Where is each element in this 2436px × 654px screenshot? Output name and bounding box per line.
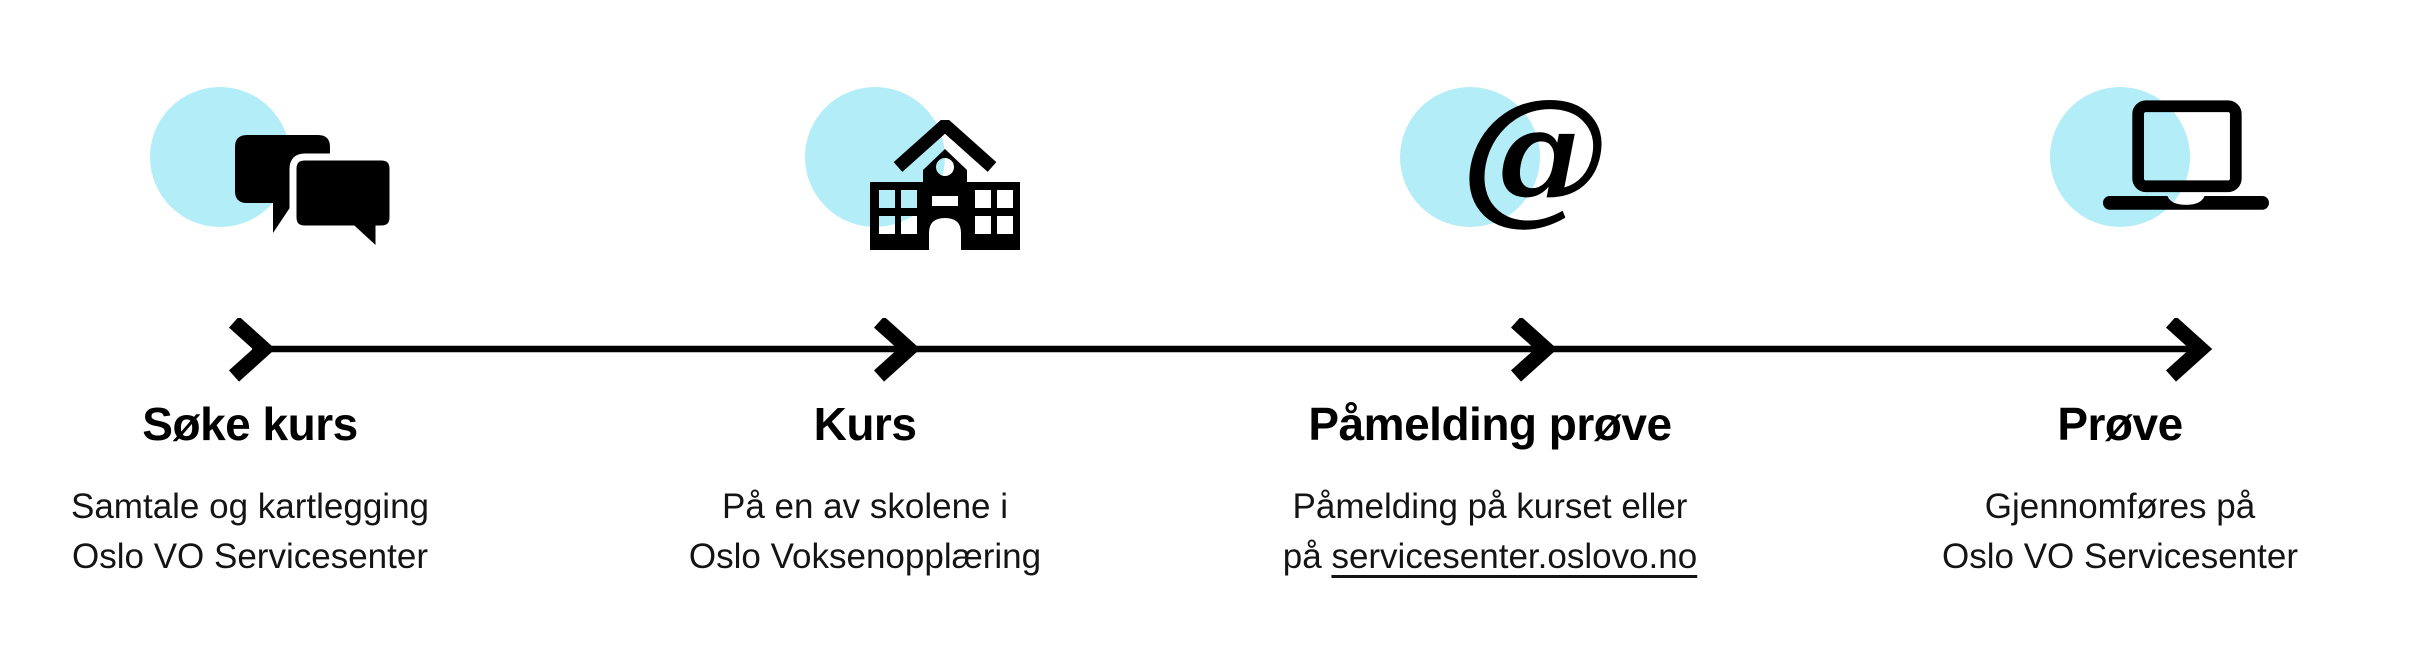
step-description-line: på servicesenter.oslovo.no — [1170, 532, 1810, 582]
at-sign-icon: @ — [1455, 72, 1615, 232]
step-description-line: Oslo VO Servicesenter — [72, 537, 428, 576]
step-description-line: Samtale og kartlegging — [71, 487, 429, 526]
step-description-line: Påmelding på kurset eller — [1292, 487, 1688, 526]
laptop-icon — [2103, 100, 2269, 210]
accent-circle-shape — [1400, 87, 1540, 227]
accent-circle — [1400, 87, 1540, 227]
timeline-chevron-icon — [873, 318, 921, 382]
accent-circle-shape — [805, 87, 945, 227]
step-description-kurs: På en av skolene i Oslo Voksenopplæring — [545, 482, 1185, 582]
accent-circle — [805, 87, 945, 227]
timeline-chevron-icon — [1510, 318, 1558, 382]
speech-bubbles-icon — [235, 135, 395, 255]
step-description-line-prefix: på — [1282, 537, 1332, 576]
step-description-pamelding-prove: Påmelding på kurset eller på servicesent… — [1170, 482, 1810, 582]
step-title-pamelding-prove: Påmelding prøve — [1308, 398, 1672, 450]
step-description-prove: Gjennomføres på Oslo VO Servicesenter — [1800, 482, 2436, 582]
step-description-line: Oslo VO Servicesenter — [1942, 537, 2298, 576]
timeline-chevron-icon — [228, 318, 276, 382]
step-title-soke-kurs: Søke kurs — [142, 398, 358, 450]
step-description-line: På en av skolene i — [721, 487, 1008, 526]
timeline-chevron-icon — [2165, 318, 2213, 382]
timeline — [228, 318, 2213, 382]
school-building-icon — [870, 120, 1020, 250]
step-description-line: Oslo Voksenopplæring — [688, 537, 1042, 576]
step-title-kurs: Kurs — [813, 398, 917, 450]
step-description-line: Gjennomføres på — [1984, 487, 2256, 526]
servicesenter-link[interactable]: servicesenter.oslovo.no — [1331, 537, 1698, 576]
step-description-soke-kurs: Samtale og kartlegging Oslo VO Servicese… — [0, 482, 570, 582]
at-sign-glyph: @ — [1461, 65, 1609, 239]
step-title-prove: Prøve — [2057, 398, 2183, 450]
